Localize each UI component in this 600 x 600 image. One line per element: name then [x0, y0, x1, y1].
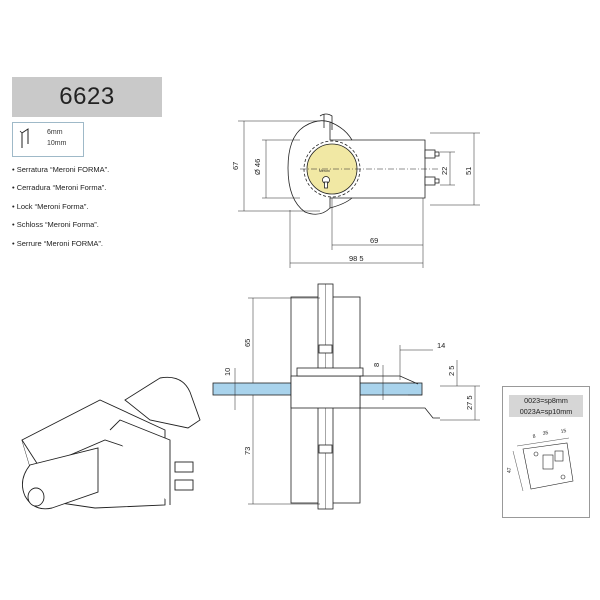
product-code: 6623	[59, 83, 115, 110]
plate-dim-8: 8	[532, 434, 536, 440]
strike-plate-box: 0023=sp8mm 0023A=sp10mm 8 35 15 47	[502, 386, 590, 518]
dim-10: 10	[223, 368, 232, 376]
description-es: Cerradura “Meroni Forma”.	[12, 183, 109, 201]
dim-14: 14	[437, 341, 445, 350]
dim-diameter: Ø 46	[253, 159, 262, 175]
description-list: Serratura “Meroni FORMA”. Cerradura “Mer…	[12, 165, 110, 257]
strike-plate-drawing: 8 35 15 47	[507, 428, 574, 492]
plate-dim-47: 47	[507, 467, 513, 473]
dim-65: 65	[243, 339, 252, 347]
plate-dim-35: 35	[542, 430, 549, 437]
lock-body-side	[290, 375, 361, 409]
plate-label-10mm: 0023A=sp10mm	[519, 407, 573, 416]
dim-25: 2 5	[447, 366, 456, 376]
plate-label-8mm: 0023=sp8mm	[524, 396, 568, 405]
dim-22: 22	[440, 167, 449, 175]
thickness-box: 6mm 10mm	[12, 122, 84, 157]
description-de: Schloss “Meroni Forma”.	[12, 220, 109, 238]
dim-8: 8	[372, 363, 381, 367]
plate-dim-15: 15	[560, 428, 567, 435]
dim-98: 98 5	[349, 254, 364, 263]
thickness-6mm: 6mm	[47, 129, 63, 136]
product-code-box: 6623	[12, 77, 162, 117]
iso-bolt-lower	[174, 479, 194, 491]
description-it: Serratura “Meroni FORMA”.	[12, 165, 110, 183]
dim-51: 51	[464, 167, 473, 175]
brand-mark: Meroni	[319, 169, 330, 173]
description-fr: Serrure “Meroni FORMA”.	[12, 239, 109, 257]
thickness-10mm: 10mm	[47, 140, 67, 147]
iso-top-block	[124, 376, 201, 429]
dim-69: 69	[370, 236, 378, 245]
dim-275: 27 5	[465, 395, 474, 410]
iso-bolt-upper	[174, 461, 194, 473]
dim-73: 73	[243, 447, 252, 455]
description-en: Lock “Meroni Forma”.	[12, 202, 109, 220]
glass-thickness-icon	[19, 128, 29, 148]
plate-label: 0023=sp8mm 0023A=sp10mm	[509, 395, 583, 417]
dim-height: 67	[231, 162, 240, 170]
